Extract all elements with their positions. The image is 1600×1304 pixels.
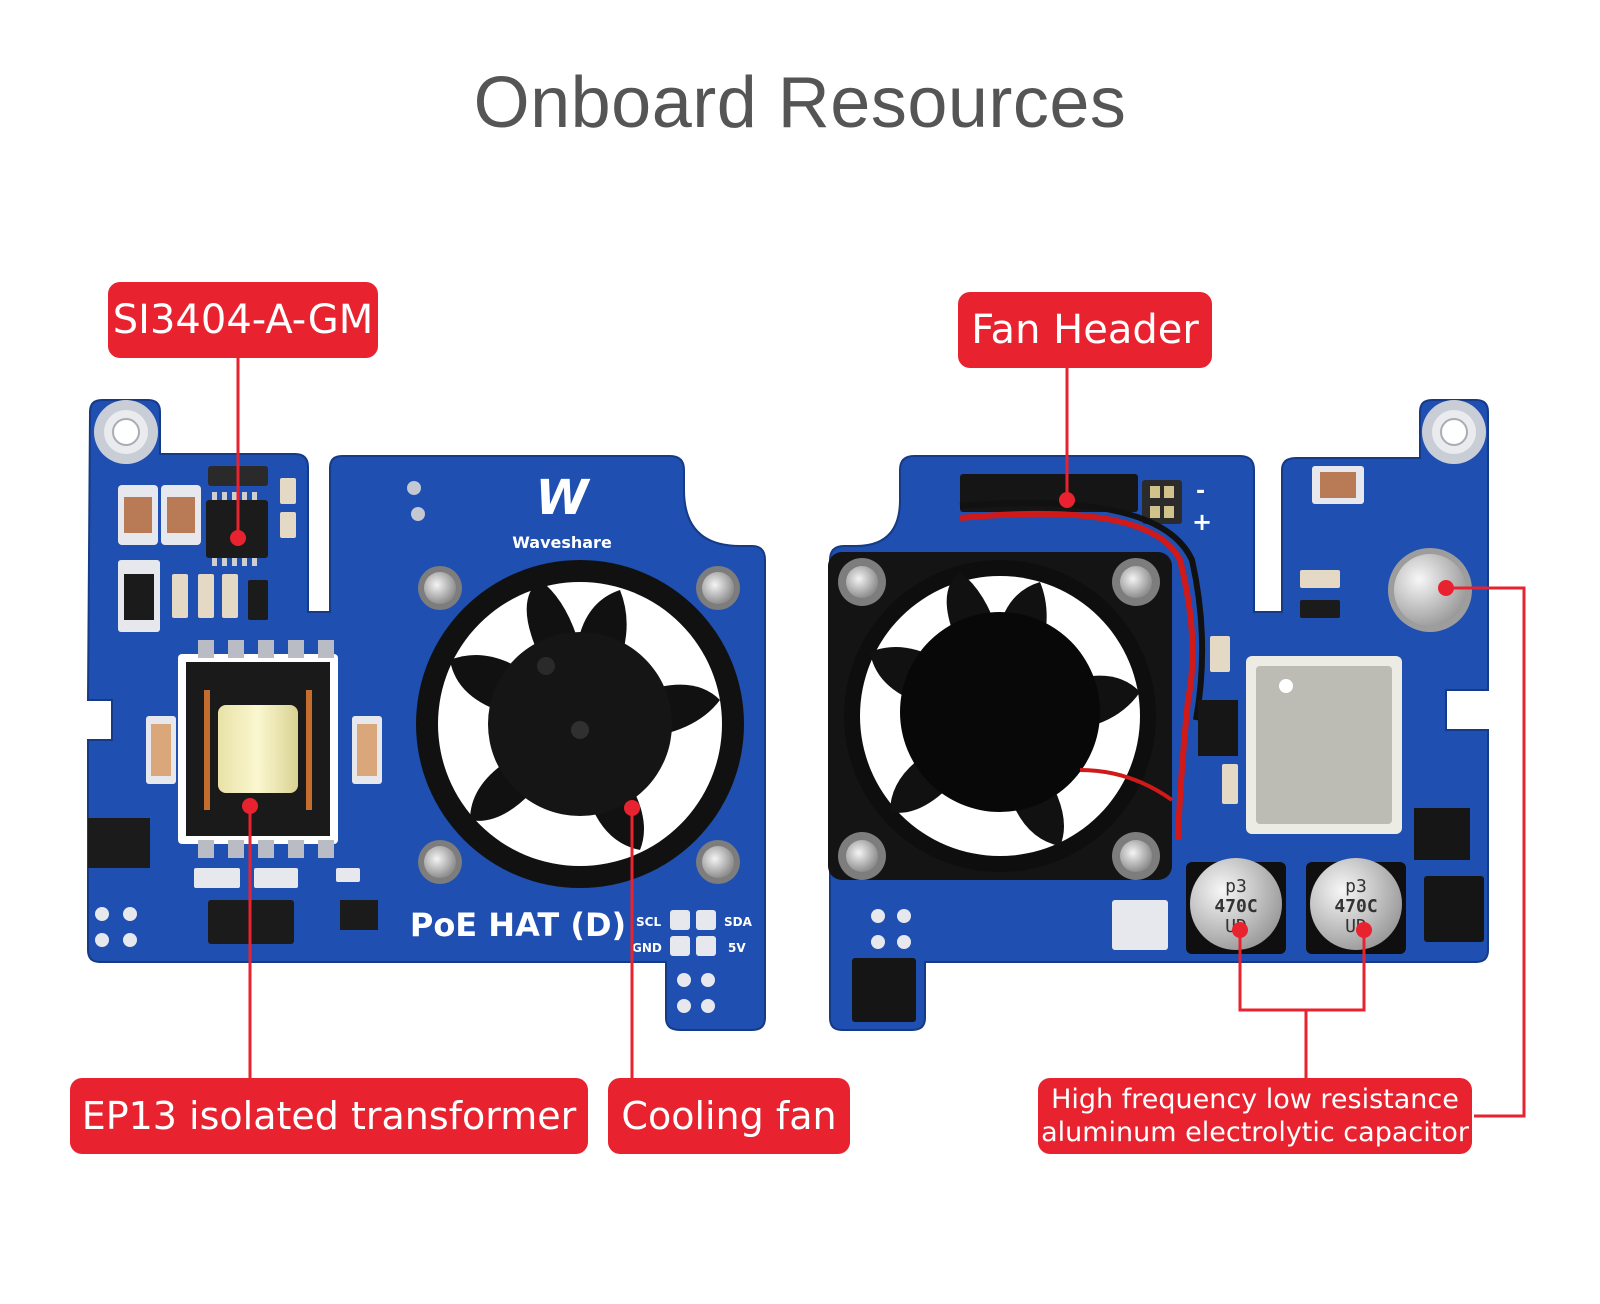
fan-minus: - xyxy=(1196,479,1205,504)
brand-label: Waveshare xyxy=(512,533,612,552)
leader-dots xyxy=(230,492,1454,938)
svg-text:p3: p3 xyxy=(1225,876,1247,897)
callout-capacitor: High frequency low resistance aluminum e… xyxy=(1038,1078,1472,1154)
product-name: PoE HAT (D) xyxy=(410,906,626,944)
svg-text:470C: 470C xyxy=(1334,896,1377,917)
callout-cooling-fan: Cooling fan xyxy=(608,1078,850,1154)
pin-scl: SCL xyxy=(636,915,661,929)
cooling-fan-left xyxy=(416,560,744,888)
callout-capacitor-line1: High frequency low resistance xyxy=(1051,1084,1459,1115)
callout-si3404: SI3404-A-GM xyxy=(108,282,378,358)
ep13-transformer xyxy=(178,640,338,858)
capacitor-1: p3 470C UD xyxy=(1186,858,1286,954)
callout-fan-header: Fan Header xyxy=(958,292,1212,368)
cooling-fan-right xyxy=(828,552,1174,880)
callout-capacitor-line2: aluminum electrolytic capacitor xyxy=(1041,1117,1469,1148)
callout-transformer: EP13 isolated transformer xyxy=(70,1078,588,1154)
right-board: - + xyxy=(828,399,1489,1031)
pin-gnd: GND xyxy=(632,941,662,955)
leader-lines xyxy=(236,358,1526,1118)
left-board: W Waveshare Po xyxy=(86,399,766,1031)
capacitor-2: p3 470C UD xyxy=(1306,858,1406,954)
svg-text:p3: p3 xyxy=(1345,876,1367,897)
fan-plus: + xyxy=(1192,508,1212,536)
svg-text:470C: 470C xyxy=(1214,896,1257,917)
pin-sda: SDA xyxy=(724,915,753,929)
svg-text:W: W xyxy=(536,470,591,526)
page-title: Onboard Resources xyxy=(473,63,1127,143)
pin-5v: 5V xyxy=(728,941,746,955)
